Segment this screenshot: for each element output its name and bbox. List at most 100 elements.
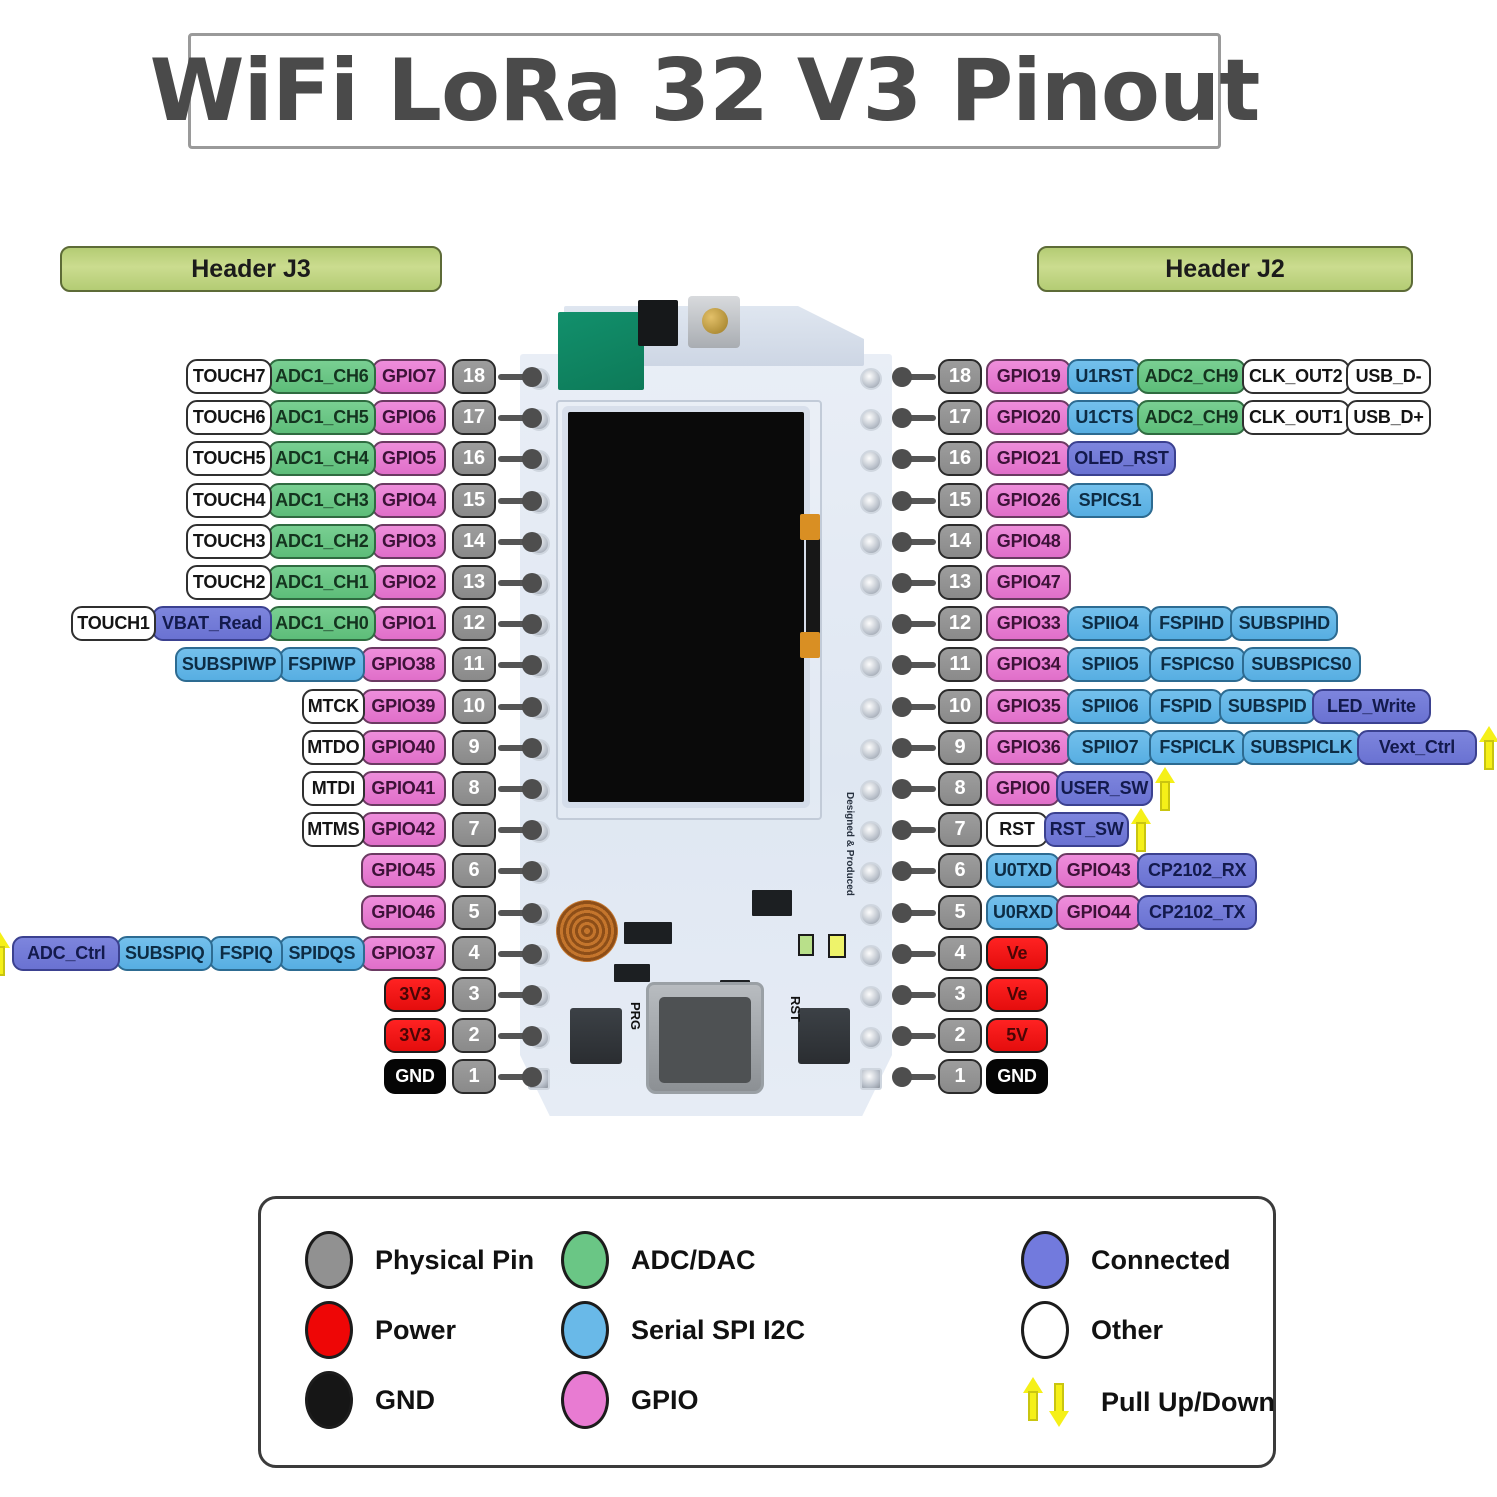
- pin-number-j2-15[interactable]: 15: [938, 482, 982, 518]
- pin-chip-gpio2[interactable]: GPIO2: [372, 565, 446, 600]
- pin-chip-cp2102-rx[interactable]: CP2102_RX: [1137, 853, 1257, 889]
- pin-chip-clk-out1[interactable]: CLK_OUT1: [1241, 400, 1350, 436]
- pin-chip-gpio4[interactable]: GPIO4: [372, 482, 446, 518]
- pin-chip-mtdi[interactable]: MTDI: [302, 771, 365, 806]
- pin-chip-3v3[interactable]: 3V3: [384, 977, 446, 1012]
- pin-chip-gpio7[interactable]: GPIO7: [372, 359, 446, 394]
- pin-chip-touch4[interactable]: TOUCH4: [186, 482, 272, 518]
- pin-chip-mtck[interactable]: MTCK: [302, 688, 365, 724]
- pin-number-j2-13[interactable]: 13: [938, 565, 982, 600]
- pin-chip-ve[interactable]: Ve: [986, 977, 1048, 1012]
- pin-number-j2-10[interactable]: 10: [938, 688, 982, 724]
- pin-chip-user-sw[interactable]: USER_SW: [1056, 771, 1153, 806]
- pin-chip-touch7[interactable]: TOUCH7: [186, 359, 272, 394]
- pin-chip-gpio35[interactable]: GPIO35: [986, 688, 1072, 724]
- pin-chip-gpio26[interactable]: GPIO26: [986, 482, 1072, 518]
- pin-chip-subspiwp[interactable]: SUBSPIWP: [175, 647, 284, 683]
- pin-chip-touch5[interactable]: TOUCH5: [186, 441, 272, 477]
- pin-chip-vext-ctrl[interactable]: Vext_Ctrl: [1357, 729, 1477, 765]
- pin-chip-mtms[interactable]: MTMS: [302, 812, 365, 848]
- pin-chip-gpio37[interactable]: GPIO37: [360, 935, 446, 971]
- pin-number-j2-12[interactable]: 12: [938, 606, 982, 642]
- pin-number-j3-3[interactable]: 3: [452, 977, 496, 1012]
- pin-chip-usb-d+[interactable]: USB_D+: [1345, 400, 1432, 436]
- pin-chip-led-write[interactable]: LED_Write: [1311, 688, 1432, 724]
- pin-chip-gpio39[interactable]: GPIO39: [360, 688, 446, 724]
- pin-number-j2-16[interactable]: 16: [938, 441, 982, 477]
- pin-chip-spiio5[interactable]: SPIIO5: [1067, 647, 1153, 683]
- pin-chip-adc1-ch3[interactable]: ADC1_CH3: [267, 482, 376, 518]
- pin-chip-vbat-read[interactable]: VBAT_Read: [152, 606, 272, 642]
- pin-chip-gpio0[interactable]: GPIO0: [986, 771, 1060, 806]
- pin-chip-gpio1[interactable]: GPIO1: [372, 606, 446, 642]
- pin-chip-touch3[interactable]: TOUCH3: [186, 523, 272, 559]
- pin-number-j2-2[interactable]: 2: [938, 1018, 982, 1054]
- pin-number-j3-5[interactable]: 5: [452, 894, 496, 930]
- pin-chip-fspihd[interactable]: FSPIHD: [1148, 606, 1235, 642]
- pin-chip-rst-sw[interactable]: RST_SW: [1044, 812, 1130, 848]
- pin-chip-fspid[interactable]: FSPID: [1148, 688, 1223, 724]
- pin-chip-gpio3[interactable]: GPIO3: [372, 523, 446, 559]
- pin-chip-fspiclk[interactable]: FSPICLK: [1148, 729, 1246, 765]
- pin-chip-rst[interactable]: RST: [986, 812, 1048, 848]
- pin-number-j3-11[interactable]: 11: [452, 647, 496, 683]
- rst-button[interactable]: [798, 1008, 850, 1064]
- pin-chip-adc-ctrl[interactable]: ADC_Ctrl: [12, 935, 121, 971]
- pin-number-j3-7[interactable]: 7: [452, 812, 496, 848]
- pin-chip-fspics0[interactable]: FSPICS0: [1148, 647, 1246, 683]
- pin-chip-touch1[interactable]: TOUCH1: [70, 606, 157, 642]
- pin-chip-u1rst[interactable]: U1RST: [1067, 359, 1142, 394]
- pin-chip-spidqs[interactable]: SPIDQS: [279, 935, 365, 971]
- pin-chip-fspiq[interactable]: FSPIQ: [209, 935, 284, 971]
- pin-number-j3-13[interactable]: 13: [452, 565, 496, 600]
- pin-number-j2-18[interactable]: 18: [938, 359, 982, 394]
- pin-chip-gpio42[interactable]: GPIO42: [360, 812, 446, 848]
- pin-chip-gpio5[interactable]: GPIO5: [372, 441, 446, 477]
- pin-chip-fspiwp[interactable]: FSPIWP: [279, 647, 365, 683]
- pin-number-j2-6[interactable]: 6: [938, 853, 982, 889]
- pin-chip-adc1-ch1[interactable]: ADC1_CH1: [267, 565, 376, 600]
- pin-chip-gpio47[interactable]: GPIO47: [986, 565, 1072, 600]
- pin-chip-gpio33[interactable]: GPIO33: [986, 606, 1072, 642]
- pin-number-j3-15[interactable]: 15: [452, 482, 496, 518]
- pin-chip-gpio34[interactable]: GPIO34: [986, 647, 1072, 683]
- pin-chip-adc1-ch4[interactable]: ADC1_CH4: [267, 441, 376, 477]
- pin-chip-gnd[interactable]: GND: [986, 1059, 1048, 1095]
- pin-chip-gpio46[interactable]: GPIO46: [360, 894, 446, 930]
- prg-button[interactable]: [570, 1008, 622, 1064]
- pin-chip-gpio19[interactable]: GPIO19: [986, 359, 1072, 394]
- pin-number-j2-8[interactable]: 8: [938, 771, 982, 806]
- pin-chip-gpio40[interactable]: GPIO40: [360, 729, 446, 765]
- pin-chip-gpio36[interactable]: GPIO36: [986, 729, 1072, 765]
- pin-number-j3-16[interactable]: 16: [452, 441, 496, 477]
- pin-number-j2-1[interactable]: 1: [938, 1059, 982, 1095]
- pin-number-j3-18[interactable]: 18: [452, 359, 496, 394]
- pin-number-j2-14[interactable]: 14: [938, 523, 982, 559]
- pin-chip-adc2-ch9[interactable]: ADC2_CH9: [1137, 359, 1246, 394]
- pin-chip-touch2[interactable]: TOUCH2: [186, 565, 272, 600]
- pin-chip-adc1-ch5[interactable]: ADC1_CH5: [267, 400, 376, 436]
- pin-chip-gpio43[interactable]: GPIO43: [1056, 853, 1142, 889]
- pin-chip-u0rxd[interactable]: U0RXD: [986, 894, 1060, 930]
- pin-chip-subspid[interactable]: SUBSPID: [1218, 688, 1316, 724]
- pin-chip-adc2-ch9[interactable]: ADC2_CH9: [1137, 400, 1246, 436]
- pin-number-j3-8[interactable]: 8: [452, 771, 496, 806]
- pin-number-j2-17[interactable]: 17: [938, 400, 982, 436]
- pin-chip-usb-d-[interactable]: USB_D-: [1345, 359, 1432, 394]
- pin-chip-gpio45[interactable]: GPIO45: [360, 853, 446, 889]
- pin-number-j2-4[interactable]: 4: [938, 935, 982, 971]
- pin-chip-5v[interactable]: 5V: [986, 1018, 1048, 1054]
- pin-number-j3-9[interactable]: 9: [452, 729, 496, 765]
- pin-number-j2-11[interactable]: 11: [938, 647, 982, 683]
- pin-chip-3v3[interactable]: 3V3: [384, 1018, 446, 1054]
- pin-chip-gpio44[interactable]: GPIO44: [1056, 894, 1142, 930]
- pin-number-j2-5[interactable]: 5: [938, 894, 982, 930]
- pin-chip-spiio4[interactable]: SPIIO4: [1067, 606, 1153, 642]
- pin-chip-ve[interactable]: Ve: [986, 935, 1048, 971]
- pin-number-j3-17[interactable]: 17: [452, 400, 496, 436]
- pin-chip-subspiclk[interactable]: SUBSPICLK: [1241, 729, 1362, 765]
- pin-chip-gpio21[interactable]: GPIO21: [986, 441, 1072, 477]
- pin-chip-u1cts[interactable]: U1CTS: [1067, 400, 1142, 436]
- pin-number-j3-6[interactable]: 6: [452, 853, 496, 889]
- pin-number-j3-10[interactable]: 10: [452, 688, 496, 724]
